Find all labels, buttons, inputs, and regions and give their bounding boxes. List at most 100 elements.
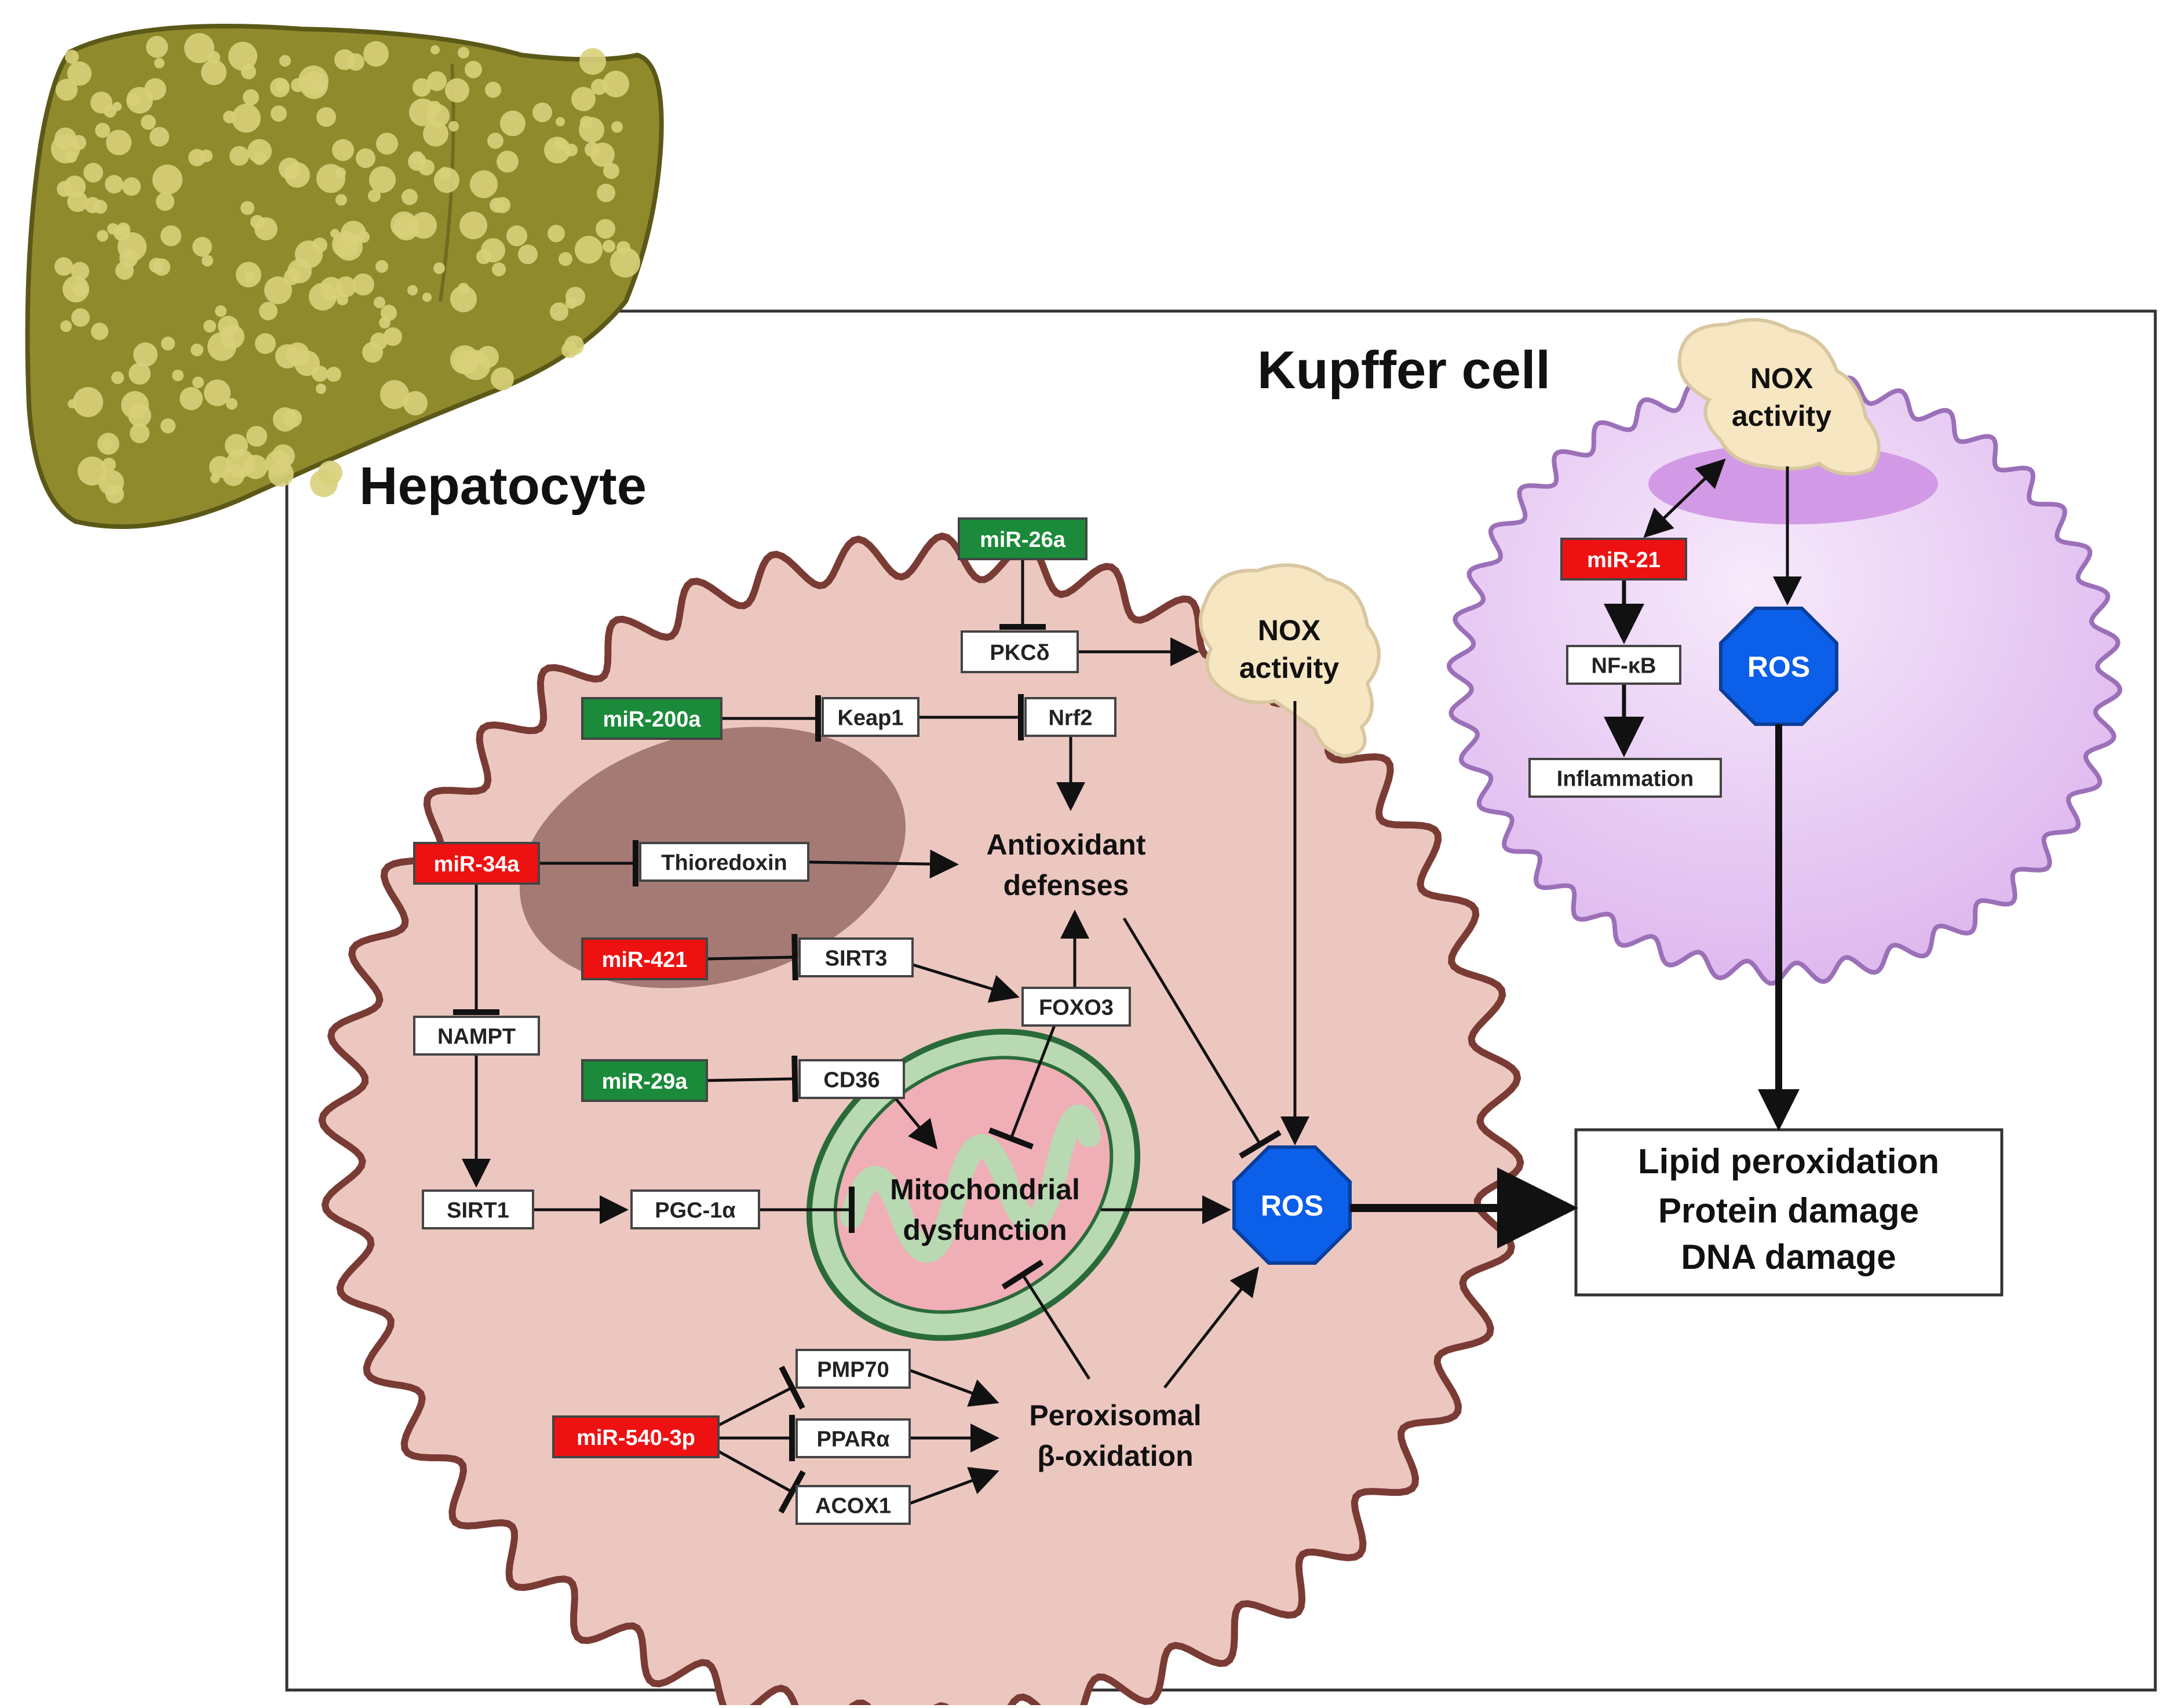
liver-fat-spot <box>369 166 396 193</box>
liver-fat-spot <box>548 225 565 242</box>
liver-fat-spot <box>485 82 501 98</box>
liver-fat-spot <box>470 170 498 198</box>
liver-fat-spot <box>97 230 108 242</box>
liver-fat-spot <box>316 107 336 127</box>
kupffer-cell-title: Kupffer cell <box>1257 341 1550 400</box>
liver-fat-spot <box>559 252 572 266</box>
liver-fat-spot <box>106 130 132 155</box>
liver-fat-spot <box>54 257 73 276</box>
nampt-box: NAMPT <box>413 1016 540 1056</box>
liver-fat-spot <box>119 249 138 268</box>
acox1-box-rect <box>795 1485 911 1525</box>
liver-fat-spot <box>283 409 302 428</box>
thioredoxin-box-rect <box>639 842 809 882</box>
liver-fat-spot <box>65 50 79 64</box>
nox-hep-line2: activity <box>1239 652 1340 684</box>
edge-acox1-perox <box>909 1467 999 1505</box>
liver-fat-spot <box>56 79 78 101</box>
edge-thioredoxin-antioxidant <box>808 849 959 879</box>
liver-fat-spot <box>154 58 165 68</box>
liver-fat-spot <box>379 317 391 329</box>
foxo3-box-label: FOXO3 <box>1039 996 1114 1020</box>
mir-421-box-label: miR-421 <box>602 948 688 972</box>
liver-fat-spot <box>384 327 402 346</box>
mir-421-box: miR-421 <box>581 937 708 980</box>
liver-fat-spot <box>204 379 231 406</box>
edge-pmp70-perox <box>909 1368 999 1407</box>
inflammation-box-rect <box>1528 758 1722 798</box>
edge-mir540-acox1 <box>717 1450 806 1514</box>
edge-nox-mir21 <box>1643 459 1725 538</box>
outcome-line3: DNA damage <box>1681 1238 1896 1276</box>
liver-fat-spot <box>402 189 418 205</box>
liver-fat-spot <box>375 260 388 273</box>
mir-540-3p-box-label: miR-540-3p <box>576 1426 695 1450</box>
liver-fat-spot <box>259 302 278 320</box>
edge-mir421-sirt3 <box>706 933 798 981</box>
perox-line2: β-oxidation <box>1037 1440 1193 1472</box>
liver-fat-spot <box>264 276 292 304</box>
liver-fat-spots <box>51 33 640 503</box>
foxo3-box-rect <box>1021 987 1131 1027</box>
liver-fat-spot <box>579 117 604 143</box>
outcome-box <box>1574 1128 2004 1297</box>
liver-fat-spot <box>156 192 174 211</box>
liver-fat-spot <box>497 151 519 173</box>
mir-26a-box-label: miR-26a <box>980 528 1066 552</box>
pgc1a-box: PGC-1α <box>630 1189 760 1229</box>
sirt1-box: SIRT1 <box>422 1189 534 1229</box>
liver-fat-spot <box>275 344 300 368</box>
liver-fat-spot <box>490 198 505 213</box>
pgc1a-box-rect <box>630 1189 760 1229</box>
cd36-box: CD36 <box>798 1059 905 1099</box>
sirt1-box-rect <box>422 1189 534 1229</box>
edge-mir29a-cd36 <box>706 1055 798 1103</box>
liver-fat-spot <box>422 293 432 302</box>
liver-fat-spot <box>341 221 366 246</box>
liver-fat-spot <box>300 71 328 99</box>
liver-fat-spot <box>403 391 428 415</box>
liver-fat-spot <box>459 211 487 239</box>
liver-fat-spot <box>571 87 596 111</box>
ros-octagon-kupffer <box>1719 607 1838 726</box>
liver-fat-spot <box>223 111 236 123</box>
liver-fat-spot <box>492 262 506 276</box>
liver-fat-spot <box>226 449 255 478</box>
mir-421-box-rect <box>581 937 708 980</box>
mir-34a-box-label: miR-34a <box>434 852 520 877</box>
pmp70-box-rect <box>795 1349 911 1389</box>
mir-29a-box: miR-29a <box>581 1059 708 1102</box>
liver-fat-spot <box>579 48 606 75</box>
liver-fat-spot <box>161 337 175 351</box>
liver-fat-spot <box>408 152 426 171</box>
liver-fat-spot <box>218 316 239 337</box>
liver-fat-spot <box>241 64 256 79</box>
liver-fat-spot <box>85 197 101 213</box>
liver-fat-spot <box>610 247 640 278</box>
liver-fat-spot <box>565 144 578 156</box>
liver-fat-spot <box>192 377 204 388</box>
mir-540-3p-box: miR-540-3p <box>552 1415 720 1458</box>
liver-fat-spot <box>192 237 212 257</box>
outcome-line1: Lipid peroxidation <box>1638 1142 1939 1181</box>
liver-fat-spot <box>320 277 343 300</box>
mir-26a-box-rect <box>958 517 1088 560</box>
liver-fat-spot <box>149 127 169 147</box>
nox-hep-label: NOX activity <box>1239 614 1340 684</box>
liver-fat-spot <box>476 249 491 264</box>
nrf2-box: Nrf2 <box>1024 697 1116 737</box>
nox-blob-kupffer <box>1677 318 1881 476</box>
liver-fat-spot <box>114 225 130 241</box>
liver-fat-spot <box>226 398 238 410</box>
edge-mir540-pmp70 <box>717 1366 805 1427</box>
liver-fat-spot <box>152 165 183 195</box>
liver-fat-spot <box>294 351 320 376</box>
edge-sirt3-foxo3 <box>912 963 1020 1003</box>
liver-fat-spot <box>254 217 278 240</box>
hepatocyte-title: Hepatocyte <box>359 457 647 516</box>
liver-fat-spot <box>596 219 615 239</box>
pkcd-box: PKCδ <box>961 630 1079 673</box>
liver-fat-spot <box>105 175 123 194</box>
mir-200a-box: miR-200a <box>581 697 722 740</box>
